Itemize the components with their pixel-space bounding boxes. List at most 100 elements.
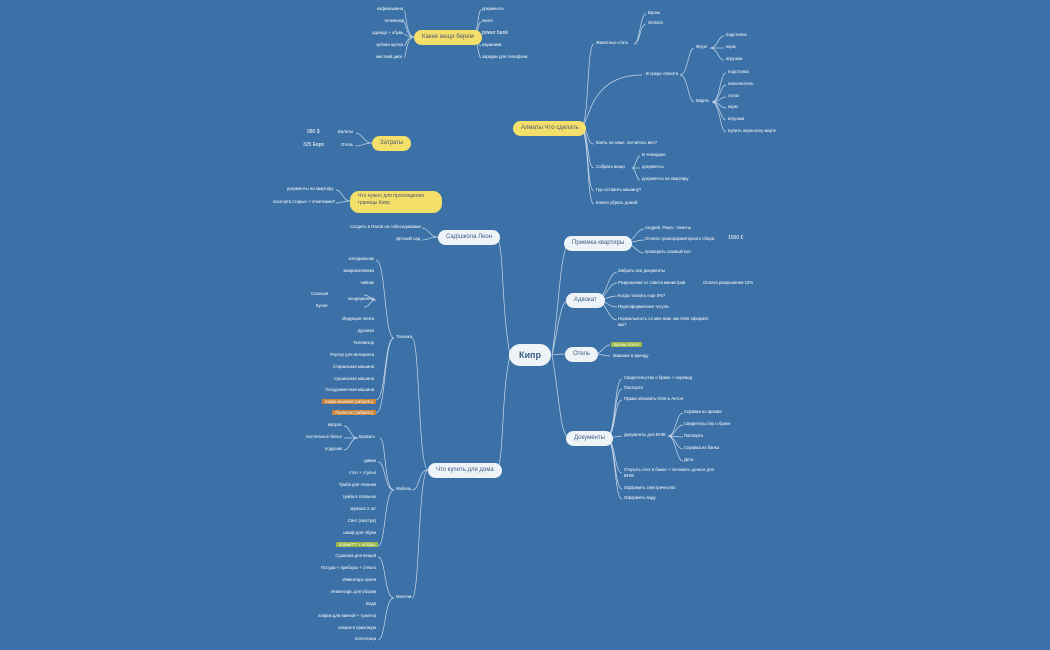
almaty-marta-item[interactable]: Купить переноску марте — [728, 128, 777, 133]
shop-misc[interactable]: Мелочи — [396, 594, 412, 599]
tech-item[interactable]: Сушильная машина — [333, 376, 374, 381]
bed-item[interactable]: матрас — [327, 422, 342, 427]
mebel-item[interactable]: тумба в спальню — [342, 494, 376, 499]
almaty-marta[interactable]: Марта — [696, 98, 709, 103]
mebel-item[interactable]: зеркала 2 шт — [349, 506, 376, 511]
misc-item[interactable]: коврик для ванной + туалета — [318, 613, 376, 618]
almaty-fruit-item[interactable]: корм — [726, 44, 736, 49]
tech-item[interactable]: Духовка — [357, 328, 374, 333]
almaty-fruit[interactable]: Фрукт — [696, 44, 708, 49]
tech-item[interactable]: Телевизор — [353, 340, 374, 345]
almaty-marta-item[interactable]: игрушки — [728, 116, 745, 121]
tech-item[interactable]: холодильник — [348, 256, 374, 261]
almaty-env[interactable]: В среде отвезти — [646, 71, 679, 76]
branch-advokat[interactable]: Адвокат — [566, 293, 605, 308]
almaty-marta-item[interactable]: наполнитель — [728, 81, 754, 86]
things-right-item[interactable]: зарядки для телефона — [482, 54, 528, 59]
misc-item[interactable]: полотенца — [354, 636, 376, 641]
trip-item[interactable]: паспорта старые + отметками? — [273, 199, 336, 204]
priemka-item[interactable]: Андрей, Рома - помочь — [645, 225, 691, 230]
almaty-life[interactable]: Животные стать — [596, 40, 629, 45]
advokat-item[interactable]: Разрешение от совета министров — [618, 280, 686, 285]
tech-item[interactable]: Посудомоечная машина — [325, 387, 374, 392]
priemka-item[interactable]: Оплата трансформаторного сбора — [645, 236, 715, 241]
cond-item[interactable]: Спальня — [311, 291, 329, 296]
priemka-amount[interactable]: 1500 € — [728, 235, 744, 241]
almaty-collect-item[interactable]: документы — [642, 164, 664, 169]
tech-item[interactable]: Стиральная машина — [332, 364, 374, 369]
mebel-item[interactable]: диван — [364, 458, 376, 463]
branch-almaty[interactable]: Алматы Что сделать — [513, 121, 587, 136]
things-right-item[interactable]: наушники — [482, 42, 502, 47]
almaty-collect-item[interactable]: документы на квартиру — [642, 176, 689, 181]
trip-item[interactable]: документы на квартиру — [287, 186, 334, 191]
tech-item-coffee[interactable]: Кофе машина (забрать) — [322, 399, 376, 404]
docs-vnzh-item[interactable]: Справка из банка — [684, 445, 720, 450]
advokat-subitem[interactable]: Оплата разрешения 12% — [703, 280, 754, 285]
things-right-item[interactable]: книги — [482, 18, 493, 23]
misc-item[interactable]: Инвентарь для уборки — [331, 589, 376, 594]
branch-docs[interactable]: Документы — [566, 431, 613, 446]
advokat-item[interactable]: Когда платить еще 5%? — [618, 293, 666, 298]
misc-item[interactable]: Вода — [365, 601, 376, 606]
priemka-item[interactable]: проверить газовый кон — [645, 249, 691, 254]
otel-booking[interactable]: Бронь отеля — [611, 342, 642, 347]
almaty-marta-item[interactable]: подстилка — [728, 69, 749, 74]
bed-item[interactable]: подушки — [324, 446, 342, 451]
branch-things[interactable]: Какие вещи берем — [414, 30, 482, 45]
almaty-collect-item[interactable]: В чемодане — [642, 152, 666, 157]
advokat-item[interactable]: Нормальность со мне вам, как Юля оформит… — [618, 316, 709, 327]
docs-item[interactable]: Права обновить Юля и Антон — [624, 396, 684, 401]
cond-item[interactable]: Кухня — [316, 303, 328, 308]
almaty-marta-item[interactable]: корм — [728, 104, 738, 109]
shop-tech[interactable]: Техника — [396, 334, 412, 339]
docs-vnzh-item[interactable]: Дети — [684, 457, 694, 462]
root-node[interactable]: Кипр — [509, 344, 551, 366]
docs-item[interactable]: Оформить электричество — [624, 485, 676, 490]
costs-tickets-label[interactable]: Билеты — [338, 129, 354, 134]
mebel-item-shelves[interactable]: полки/ТТ + шторы — [336, 542, 378, 547]
almaty-fruit-item[interactable]: игрушка — [726, 56, 743, 61]
branch-sad[interactable]: Сад\школа Леон — [438, 230, 501, 245]
things-right-item[interactable]: документы — [482, 6, 504, 11]
almaty-car[interactable]: Где оставить машину? — [596, 187, 642, 192]
tech-item[interactable]: микроволновка — [343, 268, 374, 273]
almaty-q1[interactable]: Взять ли земл, посчитать вес? — [596, 140, 658, 145]
advokat-item[interactable]: Забрать все документы — [618, 268, 666, 273]
docs-item[interactable]: Паспорта — [624, 385, 643, 390]
misc-item[interactable]: Сушилка для вещей — [335, 553, 376, 558]
sad-item[interactable]: Сходить в Rarrat на собеседование — [350, 224, 421, 229]
almaty-keys[interactable]: Ключи убрать домой — [596, 200, 638, 205]
shop-bed[interactable]: Кровать — [359, 434, 376, 439]
mebel-item[interactable]: Тумба для техники — [338, 482, 376, 487]
sad-item[interactable]: Детский сад — [396, 236, 421, 241]
branch-otel[interactable]: Отель — [565, 347, 599, 362]
docs-item[interactable]: Открыть счет в банке + положить деньги д… — [624, 467, 714, 478]
almaty-life-item[interactable]: Оплата — [648, 20, 663, 25]
tech-item[interactable]: чайник — [360, 280, 374, 285]
almaty-collect[interactable]: Собрать вещи — [596, 164, 625, 169]
almaty-life-item[interactable]: Бронь — [648, 10, 661, 15]
branch-costs[interactable]: Затраты — [372, 136, 412, 151]
docs-vnzh-item[interactable]: Паспорта — [684, 433, 703, 438]
advokat-item[interactable]: Переоформление титула — [618, 304, 669, 309]
mebel-item[interactable]: стол + стулья — [348, 470, 376, 475]
tech-item[interactable]: Индукция плита — [342, 316, 374, 321]
bed-item[interactable]: постельное белье — [306, 434, 342, 439]
tech-item[interactable]: Роутер для интернета — [330, 352, 374, 357]
misc-item[interactable]: Посуда + приборы + стекло — [320, 565, 376, 570]
things-left-item[interactable]: кофемашина — [377, 6, 404, 11]
docs-vnzh-item[interactable]: Справка из архива — [684, 409, 722, 414]
things-left-item[interactable]: зубная щетка — [376, 42, 403, 47]
branch-priemka[interactable]: Приемка квартиры — [564, 236, 633, 251]
docs-vnzh-item[interactable]: Свидетельство о браке — [684, 421, 731, 426]
docs-item[interactable]: Оформить воду — [624, 495, 656, 500]
things-left-item[interactable]: одежда + обувь — [372, 30, 404, 35]
branch-trip[interactable]: Что нужно для прохождения границы Кипр — [350, 191, 442, 213]
branch-shop[interactable]: Что купить для дома — [428, 463, 502, 478]
things-left-item[interactable]: телевизор — [384, 18, 405, 23]
misc-item[interactable]: Инвентарь кухня — [342, 577, 376, 582]
misc-item[interactable]: коврик в прихожую — [338, 625, 376, 630]
tech-item[interactable]: кондиционер — [347, 296, 374, 301]
mebel-item[interactable]: Свет (люстра) — [347, 518, 376, 523]
